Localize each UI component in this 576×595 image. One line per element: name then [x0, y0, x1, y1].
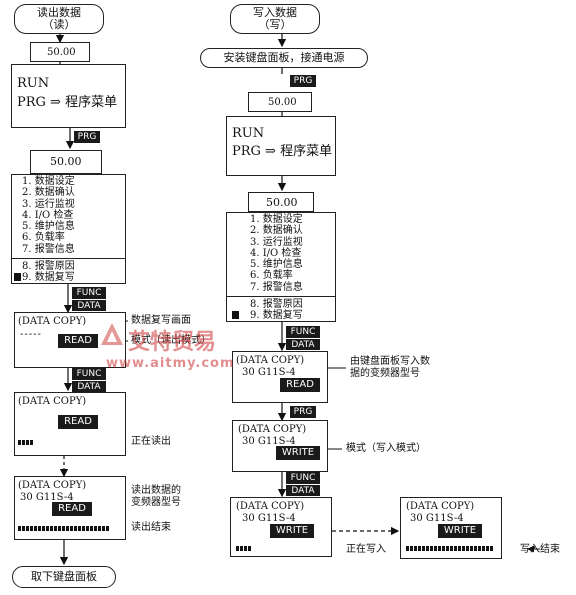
write-menu-item: 3. 运行监视 — [250, 236, 303, 248]
write-menu-item: 9. 数据复写 — [250, 310, 303, 322]
read-menu-item: 1. 数据设定 — [22, 176, 75, 187]
read-copy-title-2: (DATA COPY) — [18, 396, 87, 407]
write-copy-title-4: (DATA COPY) — [406, 501, 475, 512]
read-menu-item: 6. 负载率 — [22, 232, 65, 244]
note-write-done: 写入结束 — [520, 544, 560, 555]
read-prg-key[interactable]: PRG — [74, 131, 100, 143]
write-copy-title-3: (DATA COPY) — [236, 501, 305, 512]
read-menu-list-lower: 8. 报警原因 9. 数据复写 — [22, 261, 75, 284]
read-mode-button-2[interactable]: READ — [58, 415, 98, 429]
write-menu-item: 8. 报警原因 — [250, 299, 303, 310]
write-run-screen — [226, 116, 336, 176]
note-writing: 正在写入 — [346, 544, 386, 555]
write-model-1: 30 G11S-4 — [242, 367, 296, 378]
read-menu-item: 8. 报警原因 — [22, 261, 75, 272]
read-progress-full — [18, 526, 109, 531]
write-model-2: 30 G11S-4 — [242, 436, 296, 447]
write-menu-list-lower: 8. 报警原因 9. 数据复写 — [250, 299, 303, 322]
watermark-logo-icon — [100, 322, 124, 346]
read-menu-list: 1. 数据设定 2. 数据确认 3. 运行监视 4. I/O 检查 5. 维护信… — [22, 176, 75, 255]
read-mode-button-1[interactable]: READ — [58, 334, 98, 348]
read-menu-item: 3. 运行监视 — [22, 198, 75, 210]
write-menu-item: 2. 数据确认 — [250, 225, 303, 237]
read-model: 30 G11S-4 — [20, 492, 74, 503]
read-menu-item: 2. 数据确认 — [22, 187, 75, 199]
read-copy-title-1: (DATA COPY) — [18, 316, 87, 327]
write-mode-button-1[interactable]: WRITE — [276, 446, 320, 460]
watermark-url: www.aitmy.com — [106, 356, 235, 371]
read-run-line: RUN — [17, 76, 50, 91]
read-end-step: 取下键盘面板 — [12, 566, 116, 588]
read-copy-title-3: (DATA COPY) — [18, 480, 87, 491]
read-freq-display — [30, 42, 90, 62]
write-menu-divider — [226, 296, 336, 297]
write-program-menu — [226, 212, 336, 322]
write-freq-display — [248, 92, 312, 112]
read-mode-button-3[interactable]: READ — [52, 502, 92, 516]
read-menu-item: 7. 报警信息 — [22, 243, 75, 255]
read-menu-divider — [11, 258, 126, 259]
read-title: 读出数据 （读） — [14, 4, 104, 34]
read-run-screen — [11, 64, 126, 128]
write-menu-item: 1. 数据设定 — [250, 214, 303, 225]
read-menu-cursor — [14, 273, 21, 281]
write-title: 写入数据 （写） — [230, 4, 320, 34]
note-read-mode: 模式（读出模式） — [131, 335, 211, 346]
read-menu-item: 5. 维护信息 — [22, 221, 75, 233]
note-copy-screen: 数据复写画面 — [131, 315, 191, 326]
write-prg-key-2[interactable]: PRG — [290, 406, 316, 418]
write-mode-button-2[interactable]: WRITE — [270, 524, 314, 538]
write-menu-freq — [248, 192, 314, 212]
write-menu-list: 1. 数据设定 2. 数据确认 3. 运行监视 4. I/O 检查 5. 维护信… — [250, 214, 303, 293]
write-run-line: RUN — [232, 126, 265, 141]
write-copy-title-1: (DATA COPY) — [236, 355, 305, 366]
write-menu-item: 6. 负载率 — [250, 270, 293, 282]
write-model-4: 30 G11S-4 — [410, 513, 464, 524]
note-read-done: 读出结束 — [131, 522, 171, 533]
read-func-data-key-2[interactable]: FUNC DATA — [72, 368, 106, 392]
write-model-3: 30 G11S-4 — [242, 513, 296, 524]
write-func-data-key-2[interactable]: FUNC DATA — [286, 472, 320, 496]
read-menu-freq-value: 50.00 — [50, 155, 82, 168]
write-read-button[interactable]: READ — [280, 378, 320, 392]
write-progress-short — [236, 546, 251, 551]
write-menu-cursor — [232, 311, 239, 319]
note-source-model: 由键盘面板写入数 据的变频器型号 — [350, 356, 430, 379]
note-read-model: 读出数据的 变频器型号 — [131, 485, 181, 508]
write-copy-screen-1 — [232, 351, 328, 403]
watermark-logo-text: 艾特贸易 — [128, 330, 217, 355]
read-menu-item: 4. I/O 检查 — [22, 209, 74, 221]
read-dashes: ----- — [20, 329, 42, 340]
read-menu-freq — [30, 150, 102, 174]
write-menu-item: 5. 维护信息 — [250, 259, 303, 271]
read-prg-line: PRG ⇒ 程序菜单 — [17, 95, 118, 110]
read-func-data-key-1[interactable]: FUNC DATA — [72, 287, 106, 311]
write-install-step: 安装键盘面板，接通电源 — [200, 48, 368, 68]
write-freq-value: 50.00 — [268, 97, 297, 108]
note-write-mode: 模式（写入模式） — [346, 443, 426, 454]
write-mode-button-3[interactable]: WRITE — [438, 524, 482, 538]
write-func-data-key-1[interactable]: FUNC DATA — [286, 326, 320, 350]
write-menu-freq-value: 50.00 — [266, 196, 298, 209]
write-menu-item: 4. I/O 检查 — [250, 247, 302, 259]
write-progress-full — [406, 546, 493, 551]
read-freq-value: 50.00 — [47, 47, 76, 58]
write-prg-key-1[interactable]: PRG — [290, 75, 316, 87]
write-prg-line: PRG ⇒ 程序菜单 — [232, 144, 333, 159]
write-copy-title-2: (DATA COPY) — [238, 424, 307, 435]
read-program-menu — [11, 174, 126, 284]
write-menu-item: 7. 报警信息 — [250, 281, 303, 293]
note-reading: 正在读出 — [131, 436, 171, 447]
read-progress-short — [18, 440, 33, 445]
read-menu-item: 9. 数据复写 — [22, 272, 75, 284]
